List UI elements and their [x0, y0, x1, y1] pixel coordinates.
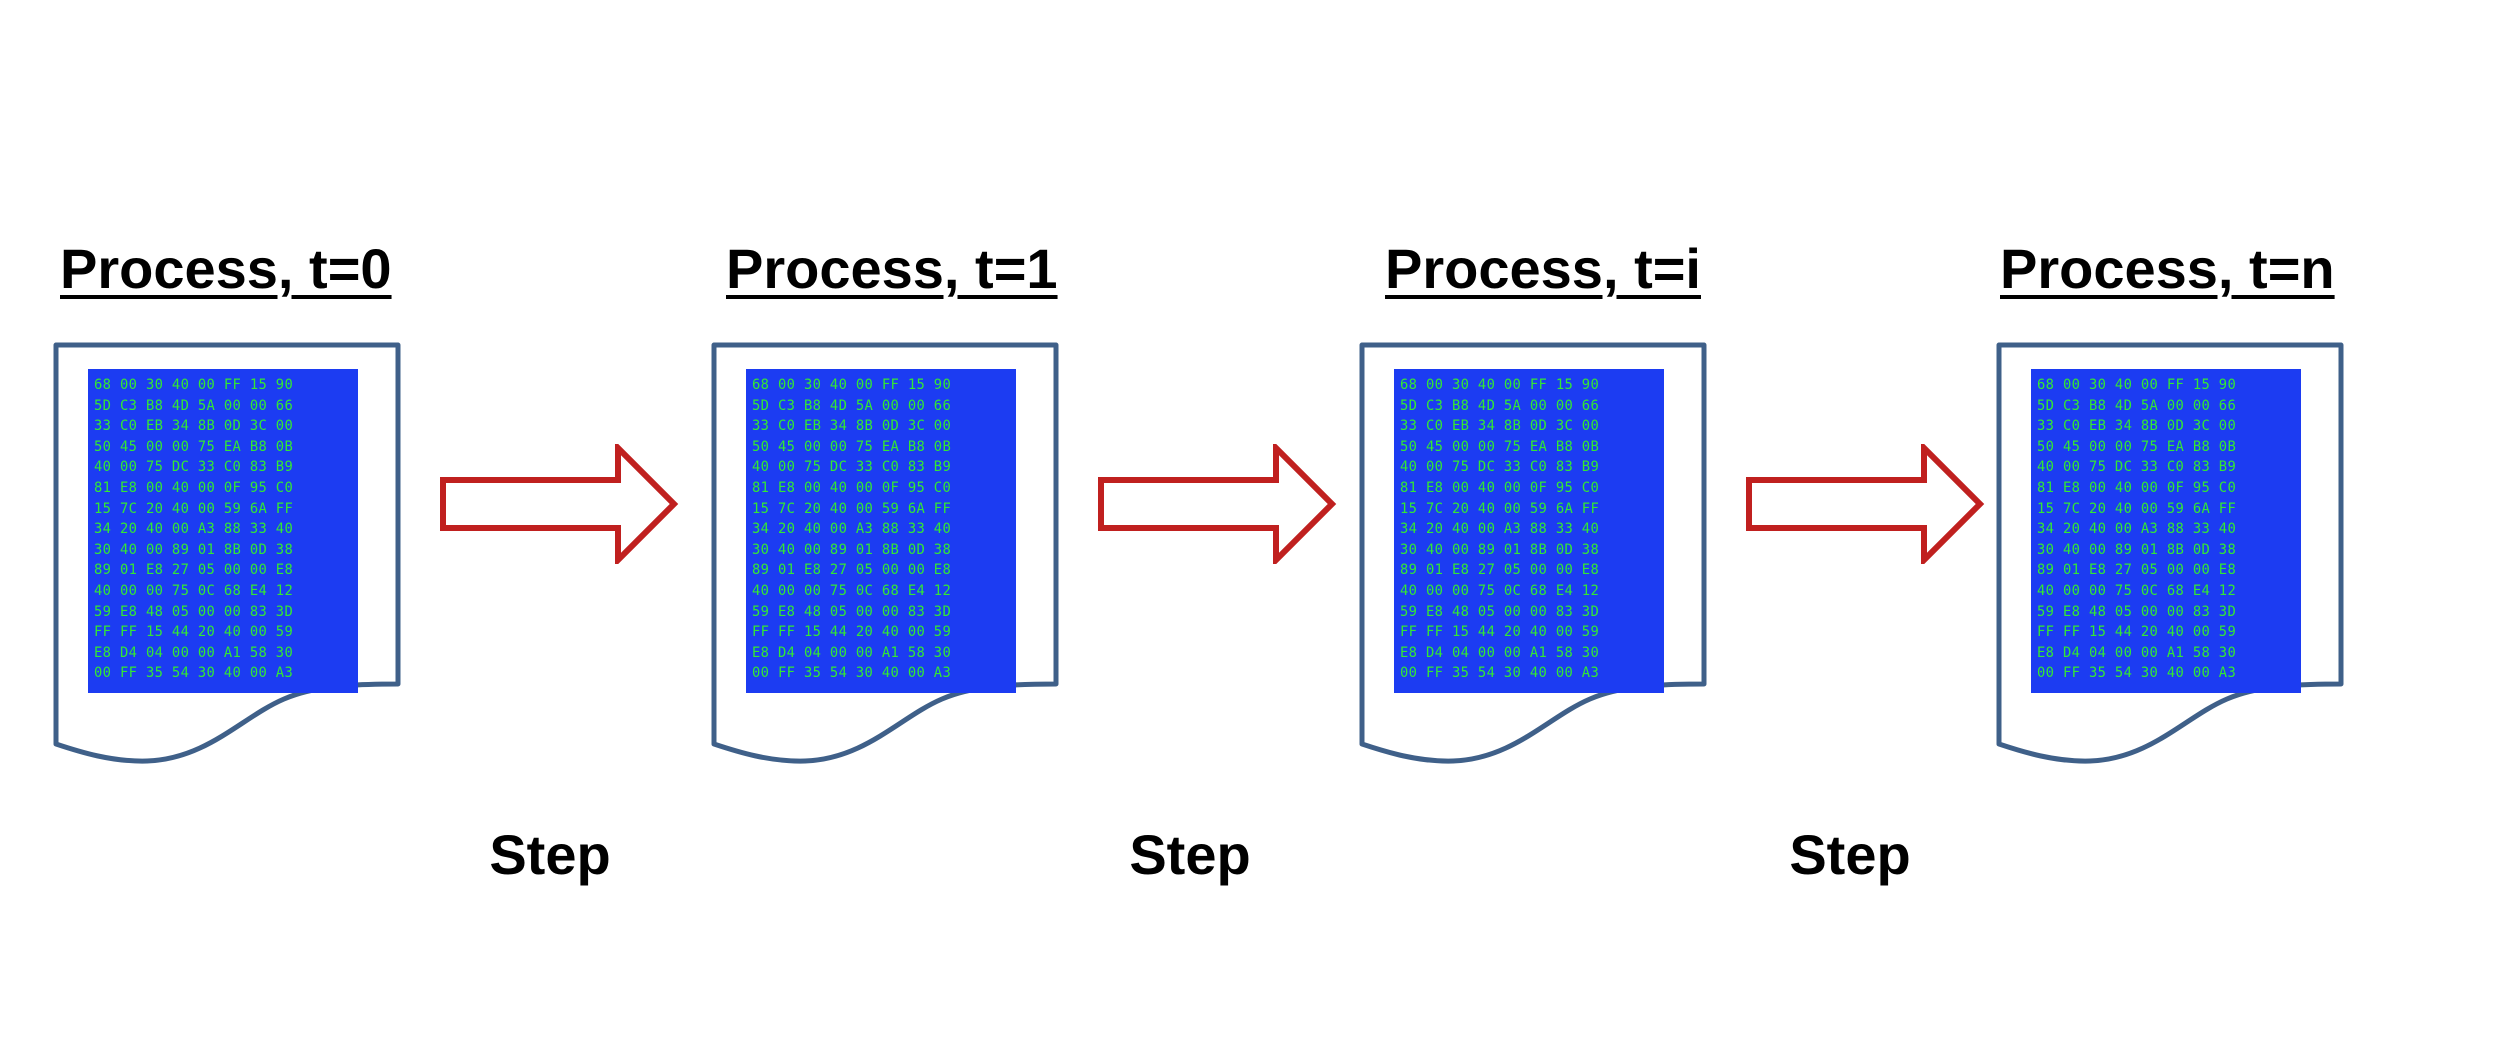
- step-label: Step: [489, 823, 611, 886]
- hex-line: 59 E8 48 05 00 00 83 3D: [94, 603, 294, 620]
- hex-line: 68 00 30 40 00 FF 15 90: [1400, 377, 1600, 393]
- hex-line: 00 FF 35 54 30 40 00 A3: [1400, 665, 1600, 682]
- hex-line: 81 E8 00 40 00 0F 95 C0: [94, 479, 294, 496]
- hex-line: 33 C0 EB 34 8B 0D 3C 00: [1400, 418, 1600, 435]
- hex-line: 30 40 00 89 01 8B 0D 38: [2037, 541, 2237, 558]
- hex-line: 40 00 75 DC 33 C0 83 B9: [94, 459, 294, 476]
- hex-line: 30 40 00 89 01 8B 0D 38: [752, 541, 952, 558]
- hex-line: 30 40 00 89 01 8B 0D 38: [1400, 541, 1600, 558]
- hex-line: FF FF 15 44 20 40 00 59: [752, 624, 952, 641]
- hex-line: 81 E8 00 40 00 0F 95 C0: [752, 479, 952, 496]
- hex-line: FF FF 15 44 20 40 00 59: [1400, 624, 1600, 641]
- right-arrow-icon: [1746, 444, 1985, 564]
- hex-line: 68 00 30 40 00 FF 15 90: [94, 377, 294, 393]
- hex-line: 40 00 00 75 0C 68 E4 12: [94, 582, 294, 599]
- hex-line: E8 D4 04 00 00 A1 58 30: [2037, 644, 2237, 661]
- hex-line: 00 FF 35 54 30 40 00 A3: [94, 665, 294, 682]
- hex-line: 89 01 E8 27 05 00 00 E8: [2037, 562, 2237, 579]
- hex-line: 59 E8 48 05 00 00 83 3D: [2037, 603, 2237, 620]
- hex-line: 15 7C 20 40 00 59 6A FF: [2037, 500, 2237, 517]
- hex-dump-panel: 68 00 30 40 00 FF 15 90 5D C3 B8 4D 5A 00…: [746, 369, 1016, 693]
- hex-line: 40 00 00 75 0C 68 E4 12: [1400, 582, 1600, 599]
- stage-title-t1: Process, t=1: [726, 237, 1058, 300]
- hex-line: 33 C0 EB 34 8B 0D 3C 00: [94, 418, 294, 435]
- right-arrow-icon: [1098, 444, 1337, 564]
- hex-line: 68 00 30 40 00 FF 15 90: [2037, 377, 2237, 393]
- hex-line: 89 01 E8 27 05 00 00 E8: [752, 562, 952, 579]
- step-label: Step: [1789, 823, 1911, 886]
- hex-line: 5D C3 B8 4D 5A 00 00 66: [94, 397, 294, 414]
- process-memory-document-t0: 68 00 30 40 00 FF 15 90 5D C3 B8 4D 5A 00…: [52, 339, 404, 769]
- hex-line: 89 01 E8 27 05 00 00 E8: [94, 562, 294, 579]
- hex-line: 34 20 40 00 A3 88 33 40: [2037, 521, 2237, 538]
- hex-line: FF FF 15 44 20 40 00 59: [2037, 624, 2237, 641]
- stage-title-ti: Process, t=i: [1385, 237, 1701, 300]
- hex-line: 40 00 00 75 0C 68 E4 12: [2037, 582, 2237, 599]
- hex-line: 00 FF 35 54 30 40 00 A3: [752, 665, 952, 682]
- hex-line: 81 E8 00 40 00 0F 95 C0: [2037, 479, 2237, 496]
- hex-line: 34 20 40 00 A3 88 33 40: [1400, 521, 1600, 538]
- stage-title-tn: Process, t=n: [2000, 237, 2335, 300]
- hex-line: 34 20 40 00 A3 88 33 40: [752, 521, 952, 538]
- hex-dump-panel: 68 00 30 40 00 FF 15 90 5D C3 B8 4D 5A 00…: [88, 369, 358, 693]
- hex-line: 81 E8 00 40 00 0F 95 C0: [1400, 479, 1600, 496]
- hex-line: 40 00 75 DC 33 C0 83 B9: [1400, 459, 1600, 476]
- stage-title-t0: Process, t=0: [60, 237, 392, 300]
- hex-line: 50 45 00 00 75 EA B8 0B: [94, 438, 294, 455]
- hex-line: 40 00 00 75 0C 68 E4 12: [752, 582, 952, 599]
- hex-line: 34 20 40 00 A3 88 33 40: [94, 521, 294, 538]
- hex-line: E8 D4 04 00 00 A1 58 30: [1400, 644, 1600, 661]
- step-label: Step: [1129, 823, 1251, 886]
- hex-dump-panel: 68 00 30 40 00 FF 15 90 5D C3 B8 4D 5A 00…: [2031, 369, 2301, 693]
- hex-line: 50 45 00 00 75 EA B8 0B: [752, 438, 952, 455]
- hex-line: 68 00 30 40 00 FF 15 90: [752, 377, 952, 393]
- hex-line: 5D C3 B8 4D 5A 00 00 66: [752, 397, 952, 414]
- hex-line: 59 E8 48 05 00 00 83 3D: [752, 603, 952, 620]
- hex-line: FF FF 15 44 20 40 00 59: [94, 624, 294, 641]
- hex-line: 5D C3 B8 4D 5A 00 00 66: [1400, 397, 1600, 414]
- hex-line: 33 C0 EB 34 8B 0D 3C 00: [2037, 418, 2237, 435]
- process-memory-document-tn: 68 00 30 40 00 FF 15 90 5D C3 B8 4D 5A 00…: [1995, 339, 2347, 769]
- hex-line: 89 01 E8 27 05 00 00 E8: [1400, 562, 1600, 579]
- hex-line: 00 FF 35 54 30 40 00 A3: [2037, 665, 2237, 682]
- hex-line: 50 45 00 00 75 EA B8 0B: [1400, 438, 1600, 455]
- hex-line: 30 40 00 89 01 8B 0D 38: [94, 541, 294, 558]
- process-memory-document-t1: 68 00 30 40 00 FF 15 90 5D C3 B8 4D 5A 00…: [710, 339, 1062, 769]
- hex-line: 59 E8 48 05 00 00 83 3D: [1400, 603, 1600, 620]
- hex-line: 15 7C 20 40 00 59 6A FF: [752, 500, 952, 517]
- hex-line: 40 00 75 DC 33 C0 83 B9: [752, 459, 952, 476]
- hex-dump-panel: 68 00 30 40 00 FF 15 90 5D C3 B8 4D 5A 00…: [1394, 369, 1664, 693]
- hex-line: 40 00 75 DC 33 C0 83 B9: [2037, 459, 2237, 476]
- hex-line: E8 D4 04 00 00 A1 58 30: [752, 644, 952, 661]
- right-arrow-icon: [440, 444, 679, 564]
- process-memory-document-ti: 68 00 30 40 00 FF 15 90 5D C3 B8 4D 5A 00…: [1358, 339, 1710, 769]
- hex-line: 50 45 00 00 75 EA B8 0B: [2037, 438, 2237, 455]
- hex-line: 15 7C 20 40 00 59 6A FF: [94, 500, 294, 517]
- hex-line: 5D C3 B8 4D 5A 00 00 66: [2037, 397, 2237, 414]
- hex-line: 33 C0 EB 34 8B 0D 3C 00: [752, 418, 952, 435]
- hex-line: 15 7C 20 40 00 59 6A FF: [1400, 500, 1600, 517]
- hex-line: E8 D4 04 00 00 A1 58 30: [94, 644, 294, 661]
